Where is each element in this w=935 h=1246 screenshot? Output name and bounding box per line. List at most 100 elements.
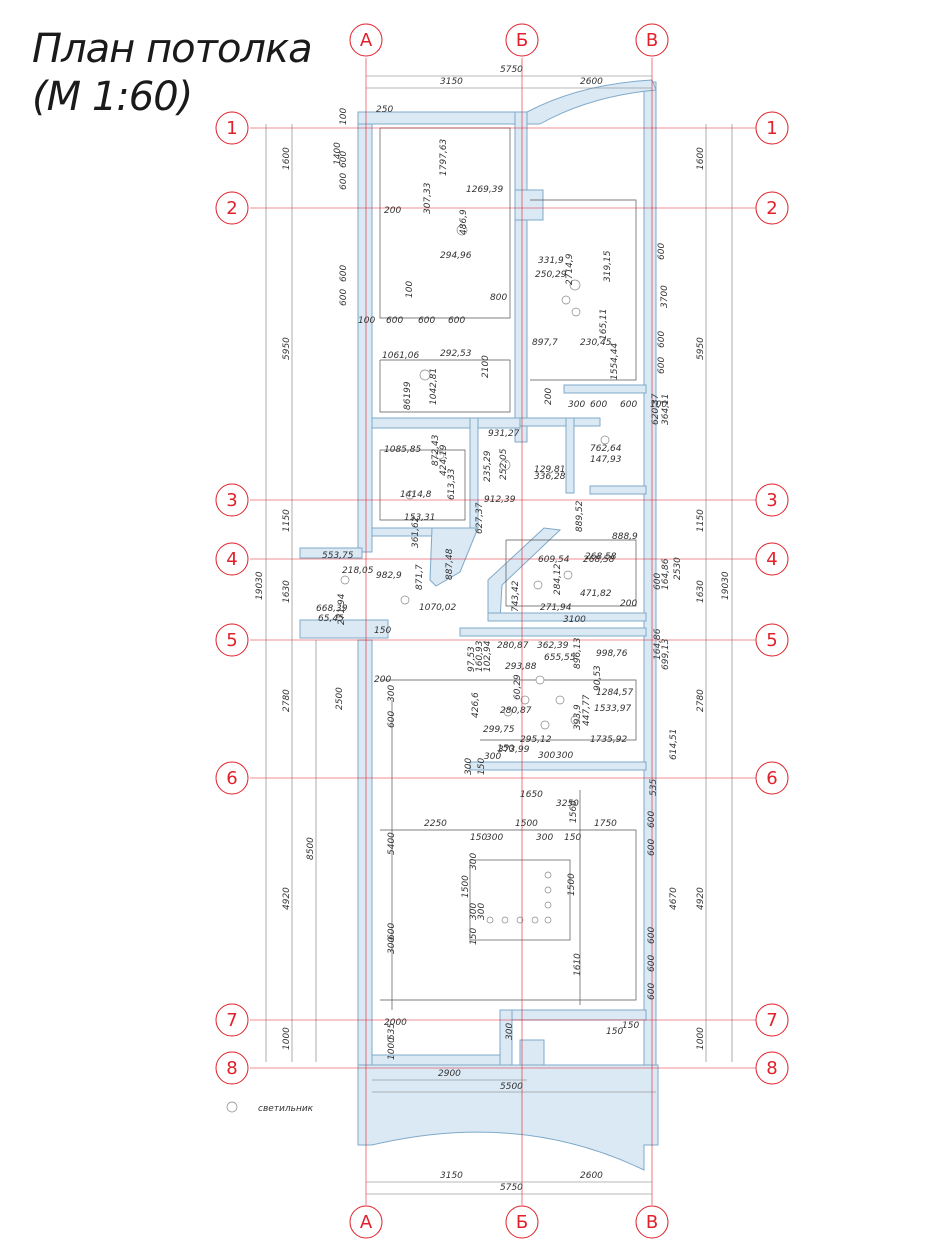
dim-right-1150: 1150 [696, 509, 706, 532]
axis-label-row: 8 [766, 1058, 777, 1079]
outer-dimensions: 3150 2600 5750 3150 2600 5750 2900 5500 … [255, 65, 733, 1195]
axis-label-row: 2 [226, 198, 237, 219]
lamp [499, 459, 511, 471]
axis-label-col: А [360, 30, 373, 51]
room-dim-label: 200 [620, 599, 637, 609]
lamp [400, 595, 410, 605]
room-dim-label: 1650 [520, 790, 543, 800]
room-dim-label: 299,75 [483, 725, 515, 735]
room-dim-label: 655,55 [544, 653, 576, 663]
axis-bubble-row: 2 [215, 191, 249, 225]
dim-top-total: 5750 [500, 65, 523, 75]
ceiling-contour-living [380, 829, 637, 1001]
wall-closet [589, 485, 647, 495]
room-dim-label: 200 [384, 206, 401, 216]
room-dim-label: 998,76 [596, 649, 628, 659]
room-dim-label: 268,58 [585, 552, 617, 562]
room-dim-label: 300 [568, 400, 585, 410]
room-dim-label: 230,45 [580, 338, 612, 348]
axis-bubble-col: А [349, 1205, 383, 1239]
room-dim-label: 600 [647, 955, 657, 972]
room-dim-label: 294,96 [440, 251, 472, 261]
room-dim-label: 300 [486, 833, 503, 843]
axis-bubble-row: 8 [215, 1051, 249, 1085]
room-dim-label: 331,9 [538, 256, 564, 266]
room-dim-label: 426,6 [471, 692, 481, 718]
room-dim-label: 1042,81 [429, 368, 439, 405]
room-dim-label: 1269,39 [466, 185, 503, 195]
axis-circle [755, 623, 789, 657]
room-dim-label: 620,37 [651, 393, 661, 425]
room-dim-label: 600 [620, 400, 637, 410]
axis-label-row: 5 [766, 630, 777, 651]
axis-label-row: 7 [226, 1010, 237, 1031]
room-dim-label: 2714,9 [565, 253, 575, 285]
room-dim-label: 871,7 [415, 564, 425, 590]
lamp [340, 575, 350, 585]
axis-label-col: А [360, 1212, 373, 1233]
axis-circle [215, 623, 249, 657]
room-dim-label: 1061,06 [382, 351, 419, 361]
room-dim-label: 668,39 [316, 604, 348, 614]
lamp [555, 695, 565, 705]
room-dim-label: 800 [490, 293, 507, 303]
dim-right-2780: 2780 [696, 689, 706, 712]
dim-right-2530: 2530 [673, 557, 683, 580]
room-dim-label: 1284,57 [596, 688, 633, 698]
room-dim-label: 887,48 [445, 548, 455, 580]
room-dim-label: 373,99 [498, 745, 530, 755]
lamp [563, 570, 573, 580]
balcony-top [526, 79, 657, 125]
axis-bubble-col: Б [505, 23, 539, 57]
room-dim-label: 609,54 [538, 555, 570, 565]
dim-left-1000: 1000 [282, 1027, 292, 1050]
lamp [456, 224, 468, 236]
room-dim-label: 1500 [461, 875, 471, 898]
room-dim-label: 65,45 [318, 614, 344, 624]
room-dim-label: 300 [484, 752, 501, 762]
axis-bubble-col: В [635, 23, 669, 57]
room-dim-label: 300 [505, 1023, 515, 1040]
room-dim-label: 600 [657, 331, 667, 348]
room-dim-label: 982,9 [376, 571, 402, 581]
axis-circle [635, 23, 669, 57]
room-dim-label: 3700 [660, 285, 670, 308]
axis-circle [755, 542, 789, 576]
axis-bubble-row: 2 [755, 191, 789, 225]
lamp [570, 715, 580, 725]
room-dim-label: 60,29 [513, 674, 523, 700]
room-dim-label: 250 [376, 105, 393, 115]
lamp [405, 490, 415, 500]
room-dim-label: 912,39 [484, 495, 516, 505]
room-dim-label: 2500 [335, 687, 345, 710]
axis-label-col: Б [516, 30, 528, 51]
balcony-bottom [357, 1064, 659, 1171]
room-dim-label: 336,28 [534, 472, 566, 482]
axis-circle [215, 483, 249, 517]
axis-bubble-row: 3 [755, 483, 789, 517]
wall-bottom-right [511, 1009, 647, 1021]
lamp [600, 435, 610, 445]
room-dim-label: 614,51 [669, 729, 679, 761]
room-dim-label: 600 [386, 316, 403, 326]
lamp [520, 695, 530, 705]
axis-circle [755, 761, 789, 795]
axis-circle [349, 1205, 383, 1239]
dim-right-1000: 1000 [696, 1027, 706, 1050]
axis-label-row: 8 [226, 1058, 237, 1079]
lamp [435, 450, 445, 460]
room-dim-label: 150 [477, 758, 487, 775]
room-dim-label: 284,12 [553, 563, 563, 595]
room-dim-label: 280,87 [500, 706, 532, 716]
room-dim-label: 271,94 [337, 593, 347, 625]
wall-bath [371, 527, 433, 537]
axis-label-row: 4 [766, 549, 777, 570]
dim-balcony-5500: 5500 [500, 1082, 523, 1092]
dim-right-1630: 1630 [696, 580, 706, 603]
axis-label-col: В [646, 30, 658, 51]
room-dim-label: 600 [653, 573, 663, 590]
wall-mid-left [371, 417, 521, 429]
dim-left-4920: 4920 [282, 887, 292, 910]
